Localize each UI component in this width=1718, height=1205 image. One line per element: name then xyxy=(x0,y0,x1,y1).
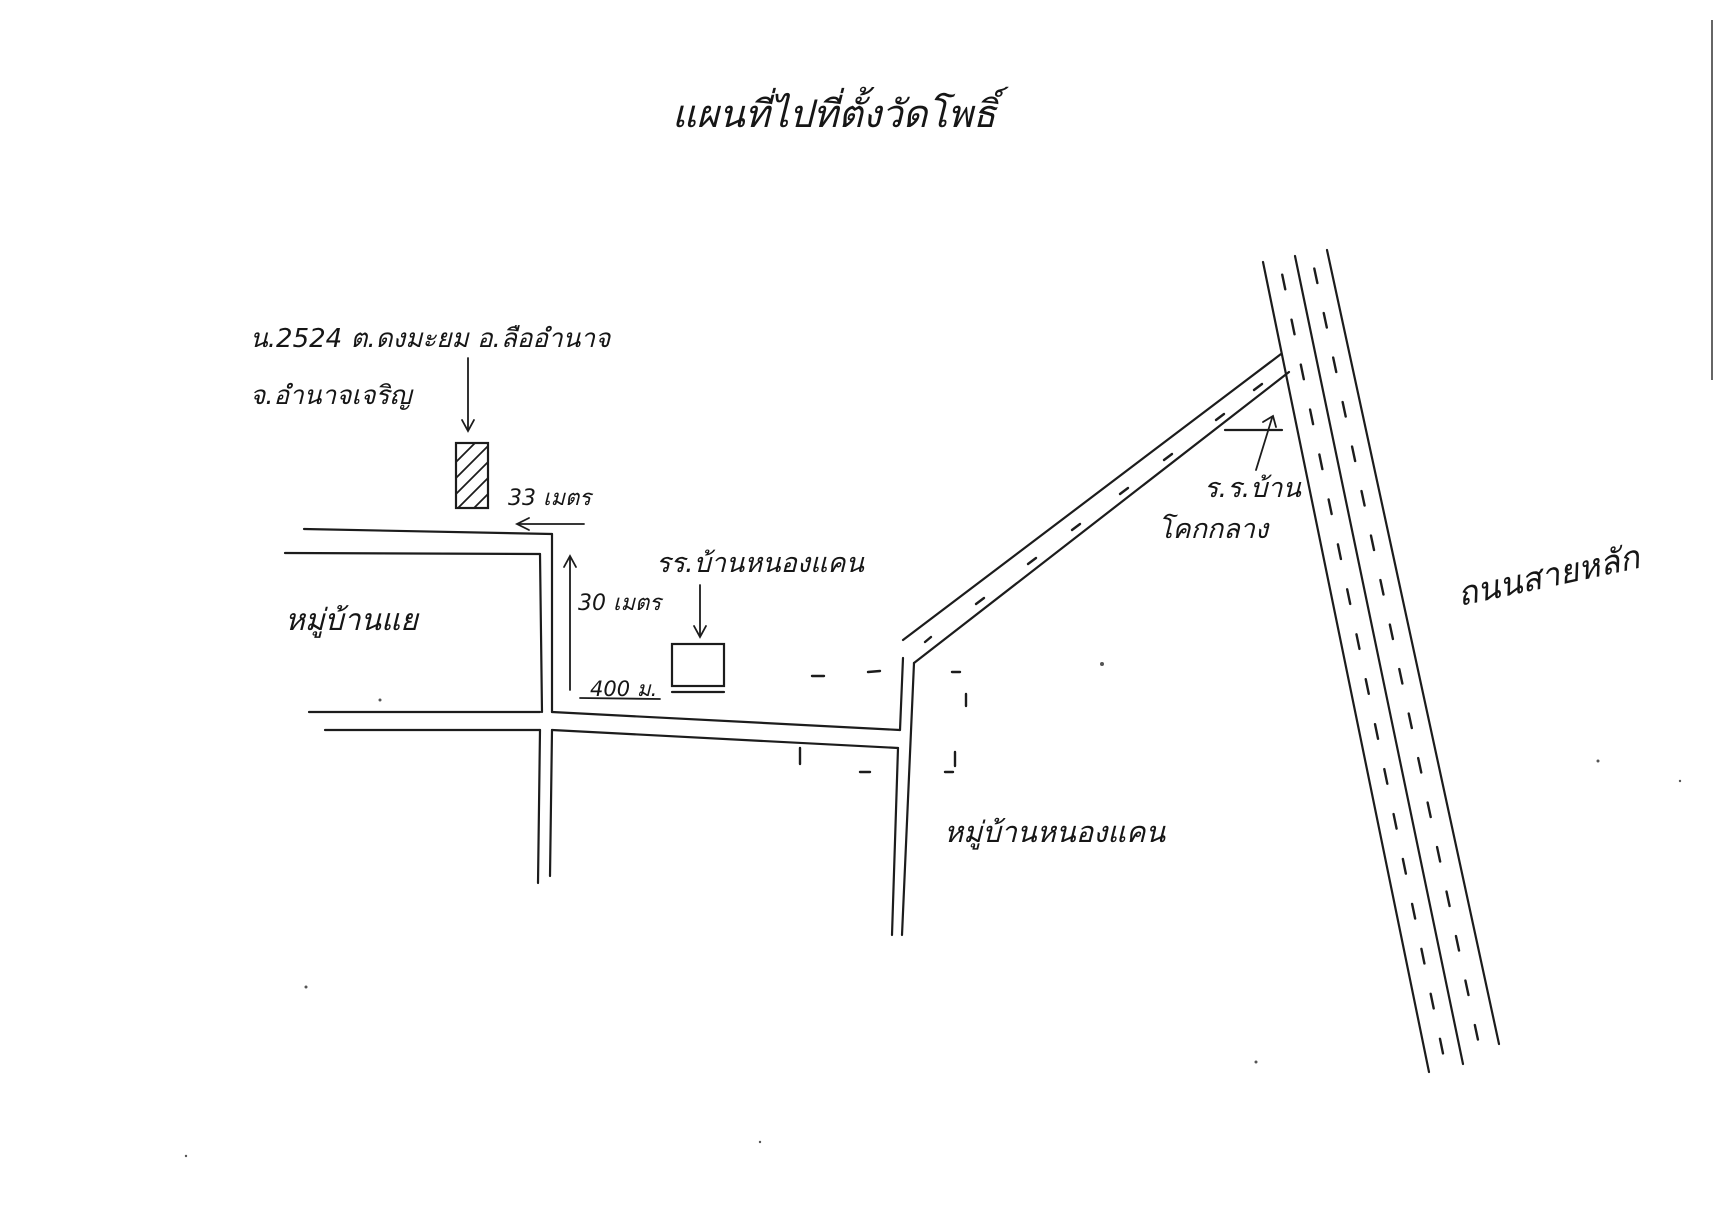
road-to-nong-khaen xyxy=(550,656,916,937)
arrow-up-icon xyxy=(563,554,577,691)
highway-lane-dash xyxy=(1373,722,1380,740)
highway-lane-dash xyxy=(1331,356,1338,374)
highway-lane-dash xyxy=(1318,453,1324,471)
highway-lane-dash xyxy=(1379,578,1385,596)
distance-30m-label: 30 เมตร xyxy=(578,591,664,616)
highway-lane-dash xyxy=(1410,902,1417,920)
highway-lane-dash xyxy=(1438,1037,1445,1055)
highway-lane-dash xyxy=(1313,267,1319,285)
arrow-to-school-icon xyxy=(693,584,707,639)
distance-400m-label: 400 ม. xyxy=(590,677,657,701)
highway-lane-dash xyxy=(1364,678,1370,695)
highway-lane-dash xyxy=(1426,801,1432,819)
distance-400m-underline xyxy=(579,697,661,700)
highway-lane-dash xyxy=(1445,890,1451,908)
highway-lane-dash xyxy=(1416,756,1423,774)
arrow-left-icon xyxy=(514,517,585,531)
road-village-yae xyxy=(283,527,554,885)
highway-lane-dash xyxy=(1299,363,1306,381)
highway-lane-dash xyxy=(1355,633,1361,651)
address-line-2: จ.อำนาจเจริญ xyxy=(250,381,414,411)
highway-lane-dash xyxy=(1435,845,1442,863)
school-khok-klang-marker xyxy=(1223,414,1284,471)
road-to-khok-klang xyxy=(901,352,1291,665)
distance-33m-label: 33 เมตร xyxy=(508,486,594,511)
highway-lane-dash xyxy=(1429,992,1435,1010)
school-nong-khaen-marker xyxy=(670,642,726,688)
school-nong-khaen-label: รร.บ้านหนองแคน xyxy=(656,548,865,579)
scan-specks xyxy=(184,662,1682,1158)
highway-lane-dash xyxy=(1281,273,1287,291)
highway-lane-dash xyxy=(1336,543,1343,561)
address-line-1: น.2524 ต.ดงมะยม อ.ลืออำนาจ xyxy=(250,324,612,354)
highway-lane-dash xyxy=(1327,498,1333,516)
village-yae-label: หมู่บ้านแย xyxy=(285,603,420,638)
highway-lane-dash xyxy=(1290,318,1296,336)
highway-lane-dash xyxy=(1322,311,1329,329)
highway-lane-dash xyxy=(1420,947,1426,965)
highway-lane-dash xyxy=(1308,408,1315,426)
highway-lane-dash xyxy=(1388,623,1395,641)
highway-lane-dash xyxy=(1350,445,1357,463)
highway-lane-dash xyxy=(1341,400,1347,418)
highway-lane-dash xyxy=(1454,934,1461,952)
highway-lane-dash xyxy=(1473,1023,1480,1041)
village-boundary xyxy=(798,669,968,774)
highway-lane-dash xyxy=(1464,979,1470,997)
highway-lane-dash xyxy=(1345,588,1352,606)
map-title: แผนที่ไปที่ตั้งวัดโพธิ์ xyxy=(672,86,1009,136)
highway-lane-dash xyxy=(1360,489,1366,507)
highway-label: ถนนสายหลัก xyxy=(1454,537,1645,614)
highway-lane-dash xyxy=(1369,534,1376,552)
highway-lane-dash xyxy=(1383,767,1389,785)
temple-marker xyxy=(454,441,490,510)
highway-road xyxy=(1261,248,1501,1074)
school-khok-klang-label-2: โคกกลาง xyxy=(1158,513,1270,545)
highway-lane-dash xyxy=(1401,857,1408,875)
highway-lane-dash xyxy=(1398,667,1404,685)
highway-lane-dash xyxy=(1407,712,1414,730)
highway-lane-dash xyxy=(1392,812,1398,830)
school-khok-klang-label-1: ร.ร.บ้าน xyxy=(1204,473,1302,504)
village-nong-khaen-label: หมู่บ้านหนองแคน xyxy=(944,815,1166,850)
arrow-to-temple-icon xyxy=(461,357,475,433)
